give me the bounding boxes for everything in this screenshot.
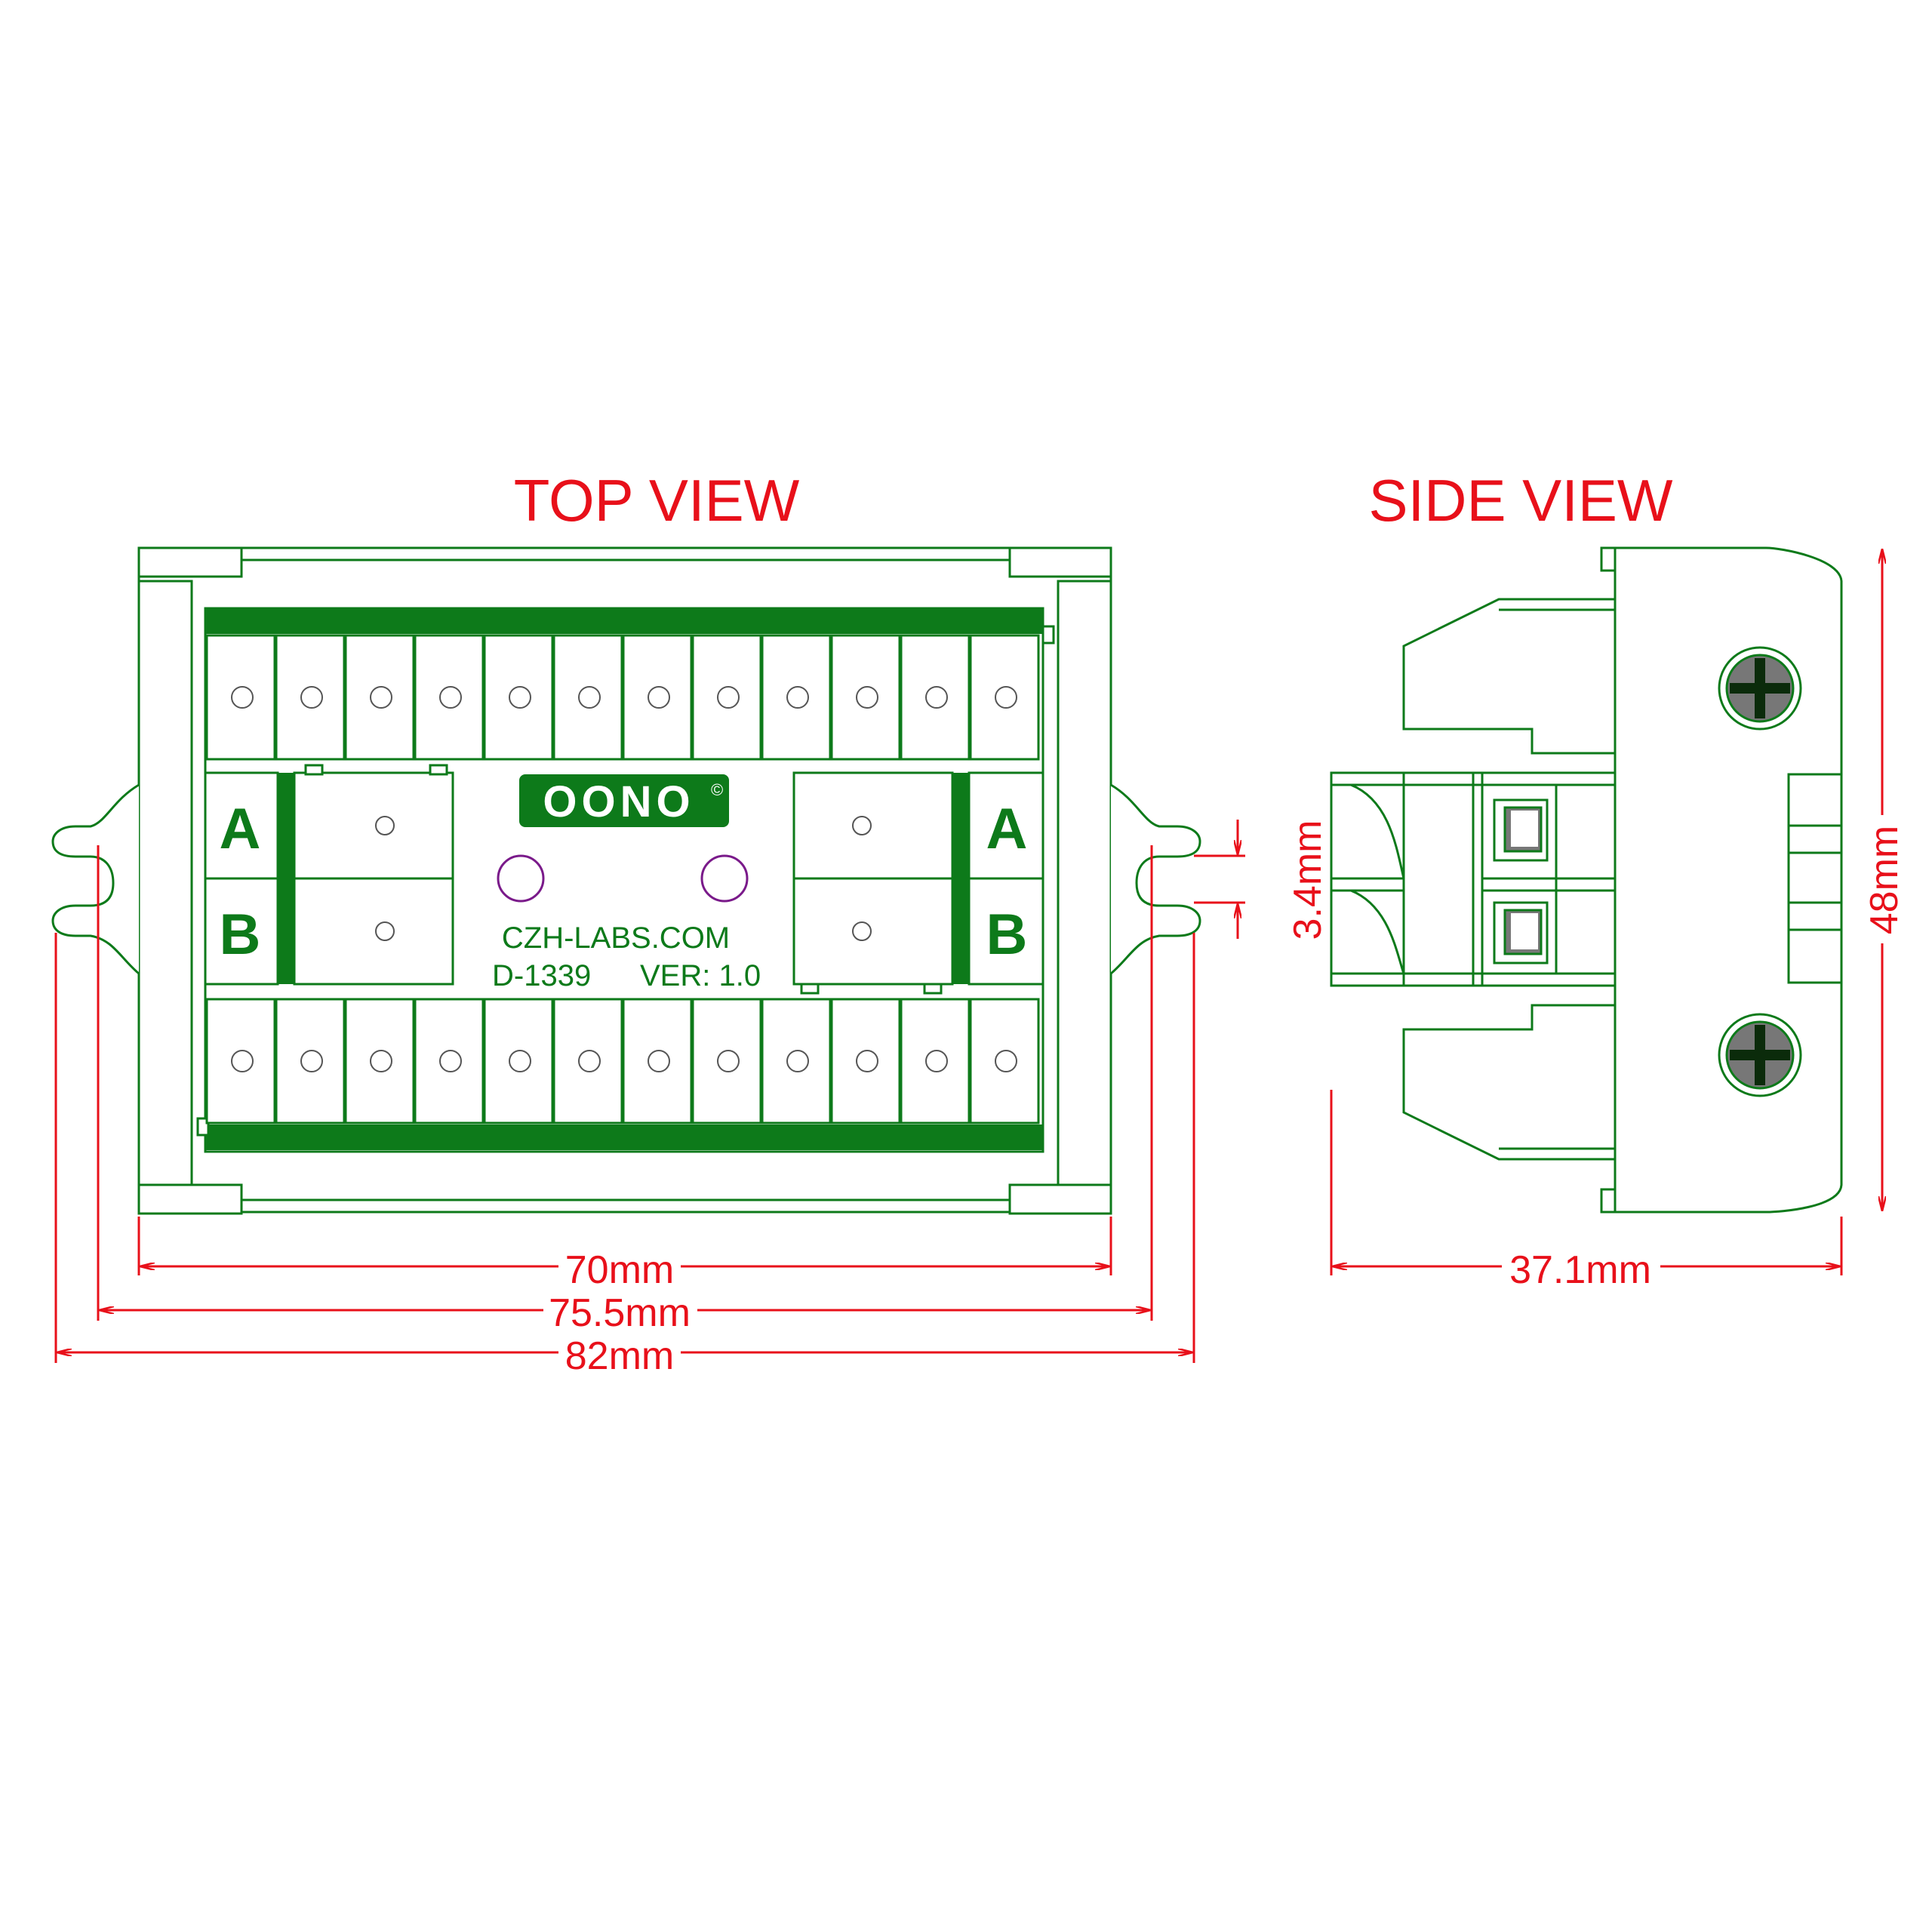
screw-hole xyxy=(370,1050,392,1072)
screw-hole xyxy=(578,1050,601,1072)
terminal-bar-bottom xyxy=(205,1124,1043,1150)
dim-label-37-1: 37.1mm xyxy=(1509,1248,1651,1292)
screw-hole xyxy=(509,686,531,709)
screw-hole xyxy=(509,1050,531,1072)
dim-label-75-5: 75.5mm xyxy=(549,1291,691,1335)
side-view xyxy=(1330,546,1843,1214)
dimensions xyxy=(54,549,1882,1363)
mounting-ear-right xyxy=(1110,783,1201,975)
website-text: CZH-LABS.COM xyxy=(502,921,730,955)
corner-clip xyxy=(137,546,243,578)
top-view xyxy=(51,546,1201,1215)
screw-hole xyxy=(370,686,392,709)
screw-hole xyxy=(717,1050,740,1072)
side-latch xyxy=(1787,773,1843,984)
screw-hole xyxy=(995,1050,1017,1072)
bottom-terminal-row xyxy=(205,998,1040,1124)
screw-hole xyxy=(925,686,948,709)
label-a-left: A xyxy=(220,797,261,861)
screw-hole xyxy=(648,686,670,709)
screw-hole xyxy=(856,686,878,709)
screw-hole xyxy=(231,686,254,709)
dim-label-48: 48mm xyxy=(1863,826,1906,934)
top-view-title: TOP VIEW xyxy=(514,467,800,534)
label-a-right: A xyxy=(986,797,1028,861)
screw-hole xyxy=(856,1050,878,1072)
label-b-right: B xyxy=(986,903,1028,967)
mounting-ear-left xyxy=(51,783,140,975)
screw-hole xyxy=(578,686,601,709)
screw-hole xyxy=(786,1050,809,1072)
screw-hole xyxy=(648,1050,670,1072)
top-terminal-row xyxy=(205,634,1040,761)
version-text: VER: 1.0 xyxy=(640,959,761,992)
dim-label-70: 70mm xyxy=(565,1248,674,1292)
brand-logo xyxy=(519,774,729,827)
screw-hole xyxy=(786,686,809,709)
screw-hole xyxy=(439,686,462,709)
corner-clip xyxy=(1008,1183,1112,1215)
screw-hole xyxy=(925,1050,948,1072)
dim-label-3-4: 3.4mm xyxy=(1286,820,1330,940)
side-view-title: SIDE VIEW xyxy=(1368,467,1672,534)
logo-mark: © xyxy=(711,780,723,799)
label-b-left: B xyxy=(220,903,261,967)
screw-hole xyxy=(300,1050,323,1072)
rail-clip-lower xyxy=(1402,1004,1617,1161)
rail-clip-upper xyxy=(1402,598,1617,755)
screw-hole xyxy=(995,686,1017,709)
corner-clip xyxy=(137,1183,243,1215)
led-indicator xyxy=(700,854,749,903)
corner-clip xyxy=(1008,546,1112,578)
screw-hole xyxy=(300,686,323,709)
screw-hole xyxy=(231,1050,254,1072)
logo-text: OONO xyxy=(543,777,694,826)
dim-label-82: 82mm xyxy=(565,1334,674,1378)
led-indicator xyxy=(497,854,545,903)
screw-hole xyxy=(439,1050,462,1072)
part-number-text: D-1339 xyxy=(492,959,591,992)
screw-hole xyxy=(717,686,740,709)
terminal-bar-top xyxy=(205,608,1043,634)
